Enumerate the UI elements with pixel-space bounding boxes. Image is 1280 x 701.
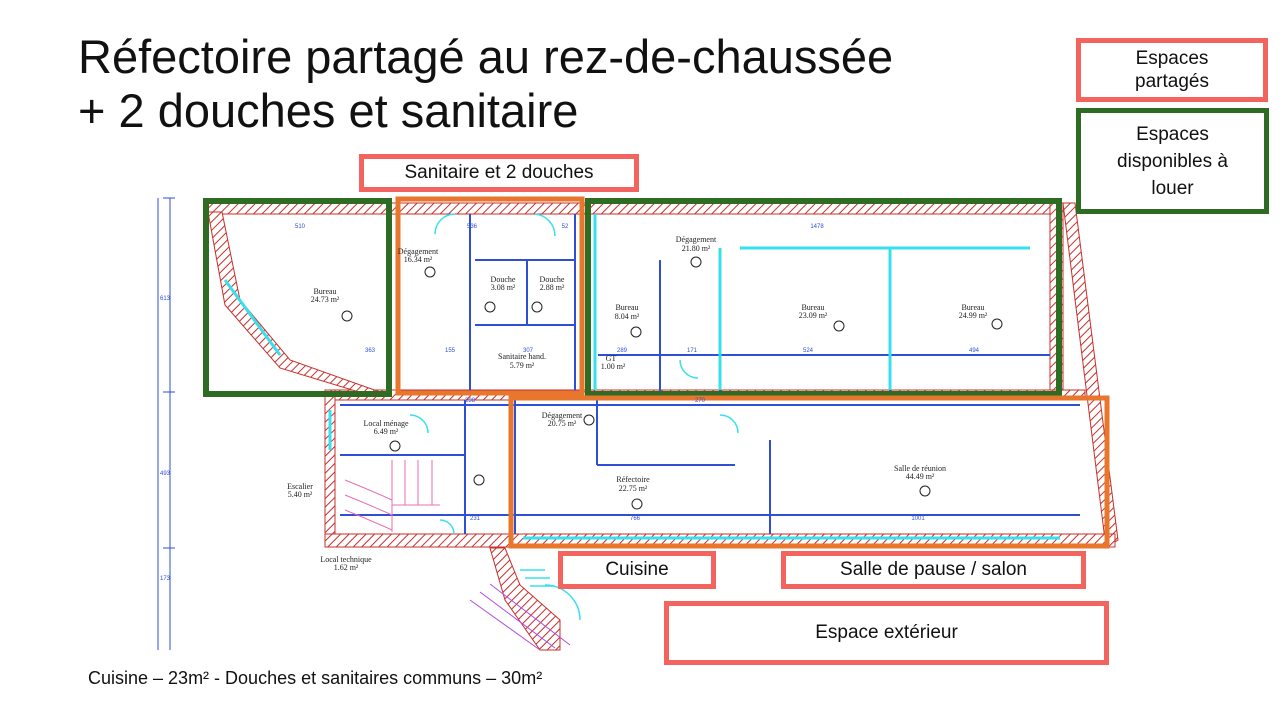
svg-text:494: 494 xyxy=(969,348,980,354)
svg-text:613: 613 xyxy=(160,296,171,302)
title-line-1: Réfectoire partagé au rez-de-chaussée xyxy=(78,30,894,83)
svg-text:Réfectoire: Réfectoire xyxy=(616,475,650,484)
callout-exterieur-label: Espace extérieur xyxy=(815,622,958,643)
svg-text:1001: 1001 xyxy=(911,516,925,522)
svg-text:Dégagement: Dégagement xyxy=(676,235,717,244)
svg-text:231: 231 xyxy=(470,516,481,522)
svg-text:Bureau: Bureau xyxy=(313,287,336,296)
svg-text:524: 524 xyxy=(803,348,814,354)
callout-salle-pause: Salle de pause / salon xyxy=(781,551,1086,589)
svg-text:8.04 m²: 8.04 m² xyxy=(615,312,640,321)
svg-text:289: 289 xyxy=(617,348,628,354)
svg-text:510: 510 xyxy=(295,224,306,230)
svg-text:Sanitaire hand.: Sanitaire hand. xyxy=(498,352,546,361)
windows xyxy=(223,214,1060,540)
svg-text:1.00 m²: 1.00 m² xyxy=(601,362,626,371)
staircase xyxy=(344,460,440,532)
svg-text:1478: 1478 xyxy=(810,224,824,230)
svg-text:52: 52 xyxy=(562,224,569,230)
svg-text:536: 536 xyxy=(467,224,478,230)
svg-text:22.75 m²: 22.75 m² xyxy=(619,484,648,493)
svg-text:298: 298 xyxy=(465,398,476,404)
svg-text:24.73 m²: 24.73 m² xyxy=(311,295,340,304)
svg-text:Escalier: Escalier xyxy=(287,482,313,491)
legend-shared: Espaces partagés xyxy=(1076,38,1268,102)
shared-overlays xyxy=(395,196,1110,549)
callout-cuisine-label: Cuisine xyxy=(605,559,669,580)
svg-text:6.49 m²: 6.49 m² xyxy=(374,427,399,436)
callout-sanitaire: Sanitaire et 2 douches xyxy=(359,154,639,192)
svg-text:Dégagement: Dégagement xyxy=(398,247,439,256)
svg-text:766: 766 xyxy=(630,516,641,522)
svg-text:1.62 m²: 1.62 m² xyxy=(334,563,359,572)
footnote: Cuisine – 23m² - Douches et sanitaires c… xyxy=(88,668,543,688)
svg-text:23.09 m²: 23.09 m² xyxy=(799,311,828,320)
callout-exterieur: Espace extérieur xyxy=(664,601,1109,665)
svg-text:24.99 m²: 24.99 m² xyxy=(959,311,988,320)
legend-rentable-label: Espaces disponibles à louer xyxy=(1117,123,1228,199)
legend-rentable: Espaces disponibles à louer xyxy=(1076,108,1269,214)
legend-shared-label: Espaces partagés xyxy=(1135,48,1209,92)
svg-text:5.40 m²: 5.40 m² xyxy=(288,490,313,499)
svg-text:Salle de réunion: Salle de réunion xyxy=(894,464,946,473)
svg-text:270: 270 xyxy=(695,398,706,404)
svg-text:155: 155 xyxy=(445,348,456,354)
svg-text:16.34 m²: 16.34 m² xyxy=(404,255,433,264)
callout-sanitaire-label: Sanitaire et 2 douches xyxy=(404,162,594,183)
interior-walls xyxy=(340,214,1080,534)
title-line-2: + 2 douches et sanitaire xyxy=(78,84,579,137)
door-swings xyxy=(409,213,739,621)
svg-text:Dégagement: Dégagement xyxy=(542,411,583,420)
svg-text:2.88 m²: 2.88 m² xyxy=(540,283,565,292)
svg-text:173: 173 xyxy=(160,576,171,582)
room-markers xyxy=(341,256,1003,510)
svg-text:44.49 m²: 44.49 m² xyxy=(906,472,935,481)
svg-text:21.80 m²: 21.80 m² xyxy=(682,244,711,253)
svg-text:493: 493 xyxy=(160,471,171,477)
svg-text:Douche: Douche xyxy=(540,275,565,284)
left-dimension-lines xyxy=(157,197,175,650)
dimension-labels: 510 536 52 1478 363 155 307 289 171 524 … xyxy=(160,224,980,582)
exterior-steps xyxy=(520,569,555,587)
rentable-overlays xyxy=(203,198,1062,397)
svg-text:Bureau: Bureau xyxy=(615,303,638,312)
svg-text:5.79 m²: 5.79 m² xyxy=(510,361,535,370)
svg-text:Bureau: Bureau xyxy=(961,303,984,312)
svg-text:3.08 m²: 3.08 m² xyxy=(491,283,516,292)
svg-text:171: 171 xyxy=(687,348,698,354)
svg-text:363: 363 xyxy=(365,348,376,354)
svg-text:Local ménage: Local ménage xyxy=(363,419,409,428)
page-title: Réfectoire partagé au rez-de-chaussée + … xyxy=(78,30,893,138)
svg-text:20.75 m²: 20.75 m² xyxy=(548,419,577,428)
svg-text:Local technique: Local technique xyxy=(320,555,372,564)
callout-salle-pause-label: Salle de pause / salon xyxy=(840,559,1027,580)
svg-text:307: 307 xyxy=(523,348,534,354)
svg-text:GT: GT xyxy=(606,354,617,363)
svg-text:Bureau: Bureau xyxy=(801,303,824,312)
exterior-ramp xyxy=(469,583,571,651)
svg-text:Douche: Douche xyxy=(491,275,516,284)
callout-cuisine: Cuisine xyxy=(558,551,716,589)
